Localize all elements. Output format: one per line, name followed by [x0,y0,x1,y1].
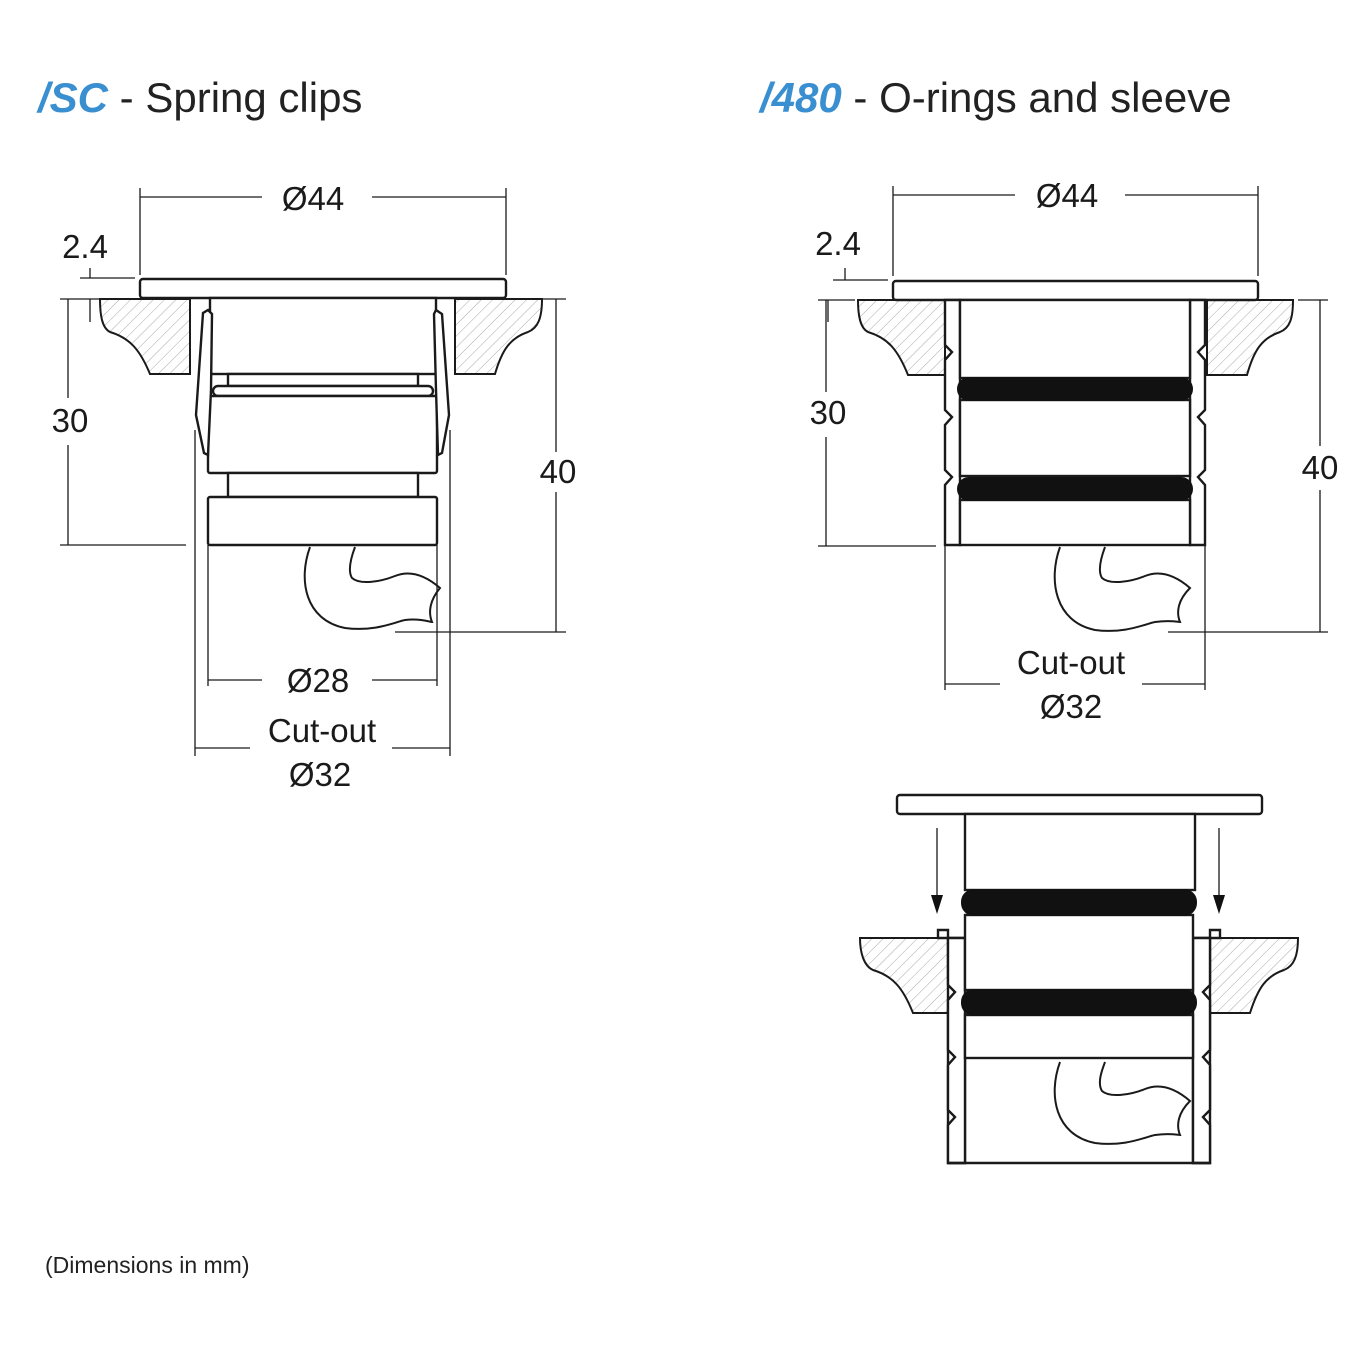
svg-text:Cut-out: Cut-out [268,712,376,749]
sc-dim-flange: Ø44 [139,180,507,275]
sc-dim-40: 40 [395,298,577,633]
o480-surface-left [856,299,946,376]
sc-clip-right [432,308,451,457]
o480-dim-cutout: Cut-out Ø32 [944,545,1206,725]
arrow-down-icon [931,828,943,914]
svg-text:40: 40 [540,453,577,490]
sc-clip-left [194,308,214,457]
o480-dim-thickness: 2.4 [815,225,888,322]
o-ring [957,377,1193,401]
arrow-down-icon [1213,828,1225,914]
title-sc: /SC - Spring clips [36,74,362,121]
svg-text:Ø32: Ø32 [1040,688,1102,725]
sc-surface-left [98,298,191,375]
o-ring [961,889,1197,916]
install-cable [1053,1061,1192,1145]
o480-drawing: Ø44 2.4 30 [810,177,1339,725]
sc-body [206,296,439,547]
o-ring [961,989,1197,1016]
svg-text:Ø44: Ø44 [282,180,344,217]
o480-dim-30: 30 [810,300,936,547]
install-sleeve-left [946,936,967,1165]
sc-dim-30: 30 [52,299,186,546]
sc-surface-right [454,298,544,375]
sc-cable [303,546,442,630]
title-480: /480 - O-rings and sleeve [758,74,1232,121]
install-flange [895,793,1264,816]
svg-text:Ø44: Ø44 [1036,177,1098,214]
o480-install-drawing [858,793,1300,1165]
install-sleeve-right [1191,936,1212,1165]
svg-text:2.4: 2.4 [815,225,861,262]
sc-flange [138,277,508,300]
svg-text:Ø32: Ø32 [289,756,351,793]
o480-flange [891,279,1260,302]
sc-drawing: Ø44 2.4 [52,180,577,793]
o480-body [957,298,1193,547]
dimensions-note: (Dimensions in mm) [45,1252,249,1278]
svg-text:2.4: 2.4 [62,228,108,265]
o480-dim-flange: Ø44 [892,177,1259,276]
o480-surface-right [1206,299,1295,376]
sc-dim-thickness: 2.4 [60,228,135,322]
o480-cable [1053,546,1192,632]
svg-text:40: 40 [1302,449,1339,486]
install-surface-left [858,937,949,1014]
svg-text:Cut-out: Cut-out [1017,644,1125,681]
o480-dim-40: 40 [1168,299,1339,633]
o480-sleeve-left [943,298,962,547]
svg-text:30: 30 [52,402,89,439]
o-ring [957,477,1193,501]
install-surface-right [1209,937,1300,1014]
o480-sleeve-right [1188,298,1207,547]
svg-text:Ø28: Ø28 [287,662,349,699]
sc-dim-cutout: Cut-out Ø32 [194,430,451,793]
svg-text:30: 30 [810,394,847,431]
install-body [961,812,1197,1060]
sc-dim-body: Ø28 [207,545,438,699]
